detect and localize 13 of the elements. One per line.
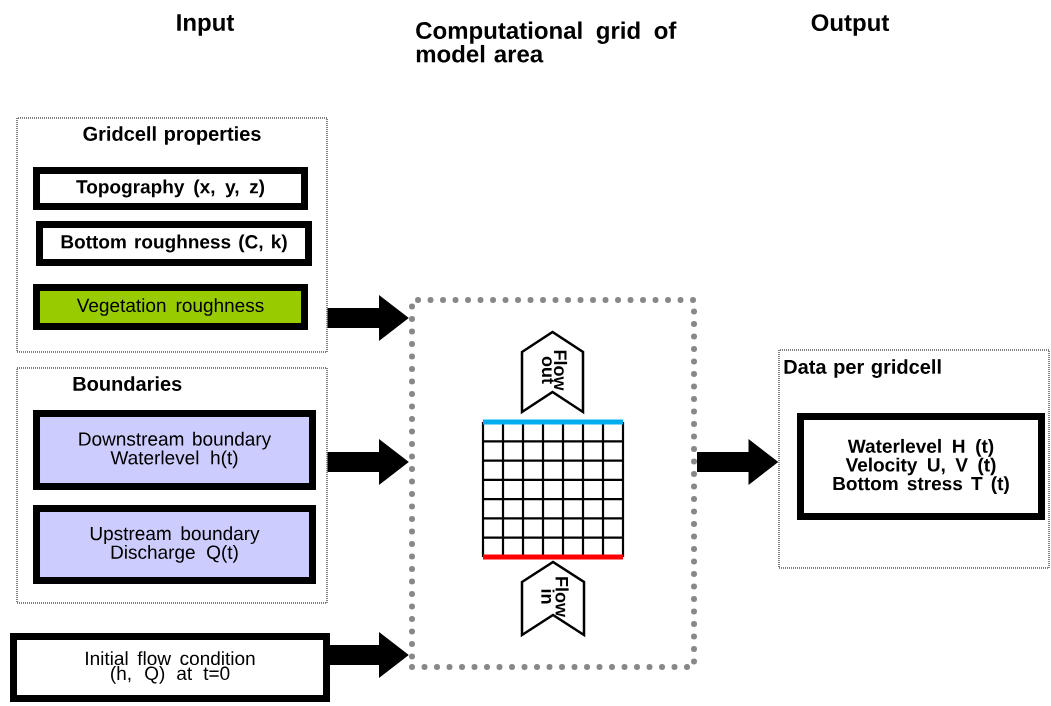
model-area-frame — [409, 297, 697, 670]
flow-chevron: Flow out — [520, 330, 585, 415]
input-box: Initial flow condition (h, Q) at t=0 — [10, 633, 330, 702]
column-heading: Input — [177, 14, 235, 36]
input-box: Vegetation roughness — [33, 284, 308, 330]
column-heading: Computational grid of model area — [416, 21, 677, 63]
output-box: Waterlevel H (t) Velocity U, V (t) Bottom stress T (t) — [797, 413, 1045, 520]
input-box: Bottom roughness (C, k) — [36, 221, 312, 266]
column-heading: Output — [811, 14, 890, 36]
input-box: Upstream boundary Discharge Q(t) — [33, 505, 316, 584]
input-box: Topography (x, y, z) — [33, 167, 308, 210]
input-box: Downstream boundary Waterlevel h(t) — [33, 410, 316, 490]
flow-chevron: Flow in — [520, 560, 586, 638]
